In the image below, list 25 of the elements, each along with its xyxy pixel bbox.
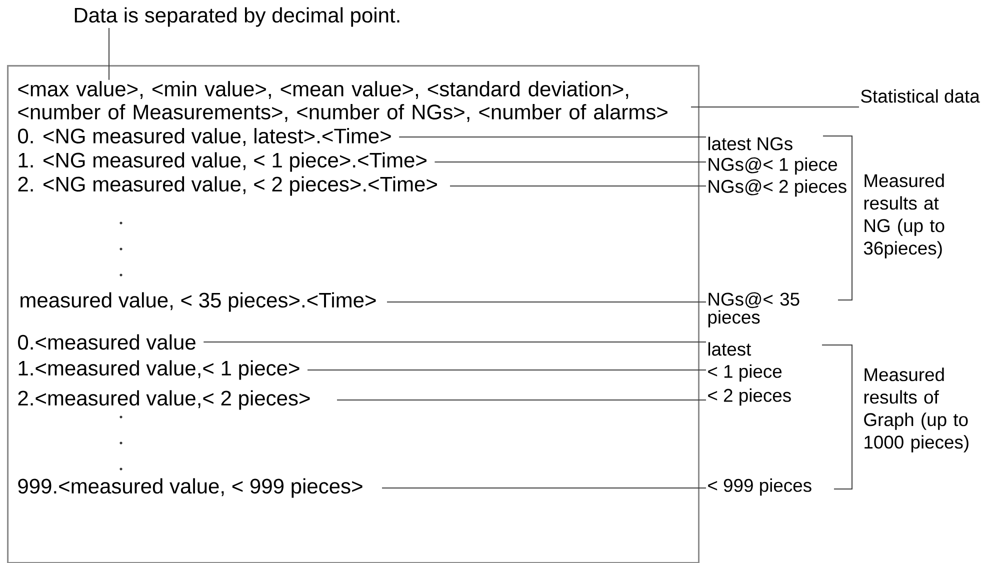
callout-text: NGs@< 35 pieces	[708, 292, 800, 328]
callout-text: latest	[708, 342, 752, 356]
callout-text: < 1 piece	[708, 364, 782, 382]
record-line: 1.<measured value,< 1 piece>	[18, 360, 300, 380]
record-line: measured value, < 35 pieces>.<Time>	[20, 292, 376, 312]
callout-text: < 999 pieces	[708, 478, 812, 496]
callout-text: NGs@< 2 pieces	[708, 179, 846, 197]
callout-text: < 2 pieces	[708, 388, 791, 406]
leader-line	[690, 106, 860, 108]
record-line: <max value>, <min value>, <mean value>, <standard deviation>, <number of Measurements>, <number of NGs>, <number of alarms>	[18, 81, 668, 122]
callout-text: latest NGs	[708, 136, 792, 150]
record-line: 0. <NG measured value, latest>.<Time>	[18, 128, 391, 146]
leader-line	[398, 136, 706, 138]
group-label: Measured results of Graph (up to 1000 pieces)	[864, 368, 968, 452]
record-line: 1. <NG measured value, < 1 piece>.<Time>	[18, 152, 426, 172]
record-line: 999.<measured value, < 999 pieces>	[18, 478, 362, 498]
callout-text: NGs@< 1 piece	[708, 157, 838, 175]
record-line: 2.<measured value,< 2 pieces>	[18, 390, 310, 410]
group-label: Measured results at NG (up to 36pieces)	[864, 174, 944, 258]
callout-text: Statistical data	[861, 89, 980, 103]
note-text: Data is separated by decimal point.	[74, 7, 400, 27]
leader-line	[108, 28, 110, 80]
frame-box	[7, 65, 700, 563]
record-line: 0.<measured value	[18, 334, 196, 350]
record-line: 2. <NG measured value, < 2 pieces>.<Time>	[18, 176, 437, 196]
